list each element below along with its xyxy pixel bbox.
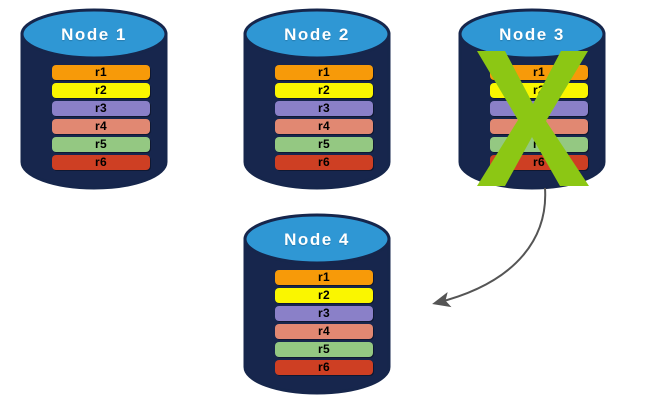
node-cylinder-4[interactable]: Node 4 r1 r2 r3 r4 r5 r6: [243, 213, 391, 395]
row-bar-r2[interactable]: r2: [275, 288, 373, 303]
row-bar-r3[interactable]: r3: [275, 101, 373, 116]
row-bar-r4[interactable]: r4: [275, 324, 373, 339]
row-bar-r2[interactable]: r2: [275, 83, 373, 98]
row-bar-r5[interactable]: r5: [275, 137, 373, 152]
row-bar-r1[interactable]: r1: [275, 65, 373, 80]
row-bar-r3[interactable]: r3: [275, 306, 373, 321]
row-bar-r5[interactable]: r5: [52, 137, 150, 152]
node-cylinder-3[interactable]: Node 3 r1 r2 r3 r4 r5 r6: [458, 8, 606, 190]
replacement-arrow-icon: [432, 187, 547, 308]
row-bar-r1[interactable]: r1: [275, 270, 373, 285]
row-bar-r5[interactable]: r5: [275, 342, 373, 357]
row-bar-r6[interactable]: r6: [275, 155, 373, 170]
row-bar-r4[interactable]: r4: [52, 119, 150, 134]
row-bar-r1[interactable]: r1: [52, 65, 150, 80]
node-cylinder-1[interactable]: Node 1 r1 r2 r3 r4 r5 r6: [20, 8, 168, 190]
node-cylinder-2[interactable]: Node 2 r1 r2 r3 r4 r5 r6: [243, 8, 391, 190]
row-bar-r2[interactable]: r2: [52, 83, 150, 98]
row-bar-r6[interactable]: r6: [275, 360, 373, 375]
row-bar-r6[interactable]: r6: [52, 155, 150, 170]
row-bar-r4[interactable]: r4: [275, 119, 373, 134]
row-bar-r3[interactable]: r3: [52, 101, 150, 116]
failure-cross-icon[interactable]: [477, 51, 589, 186]
